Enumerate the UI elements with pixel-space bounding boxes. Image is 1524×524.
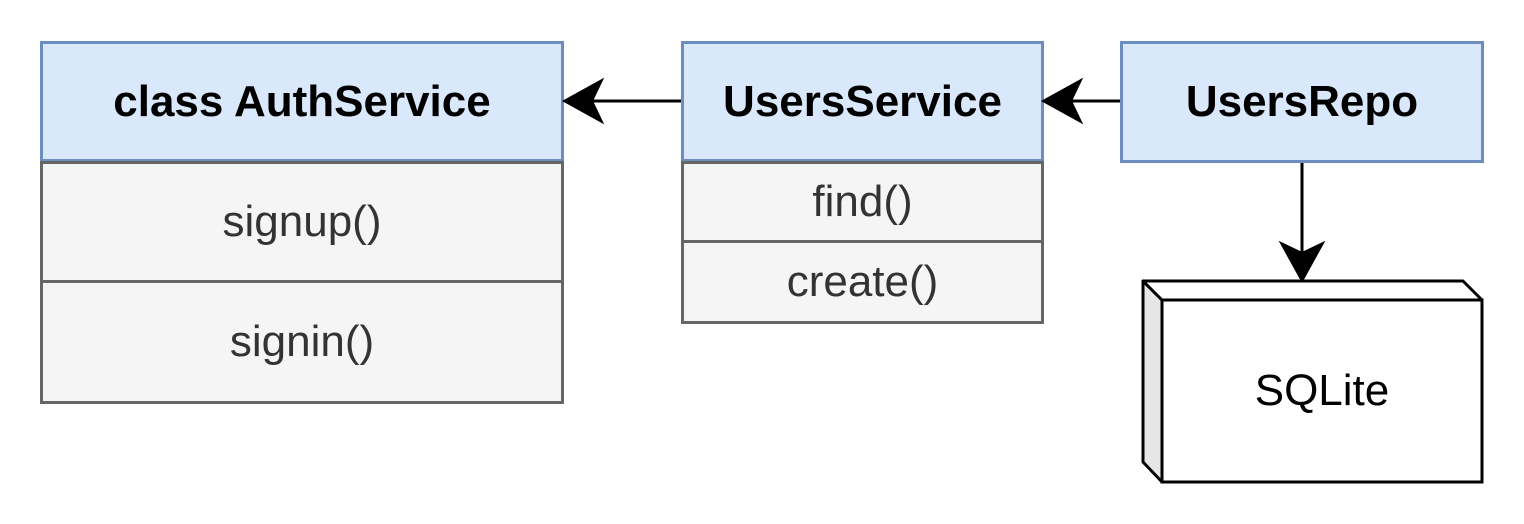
sqlite-label: SQLite: [1254, 366, 1390, 415]
arrow-usersrepo-to-usersservice: [1040, 77, 1120, 125]
users-service-method-create[interactable]: create(): [681, 240, 1044, 324]
arrow-usersrepo-to-sqlite: [1278, 163, 1326, 284]
auth-service-title: class AuthService: [113, 76, 491, 126]
method-label: find(): [812, 177, 913, 226]
method-label: signup(): [222, 197, 382, 246]
method-label: signin(): [229, 317, 375, 366]
users-service-header[interactable]: UsersService: [681, 41, 1044, 162]
method-label: create(): [786, 257, 939, 306]
sqlite-node[interactable]: [1141, 279, 1484, 484]
users-repo-title: UsersRepo: [1185, 77, 1419, 126]
users-repo-header[interactable]: UsersRepo: [1120, 41, 1484, 163]
arrow-usersservice-to-authservice: [561, 77, 681, 125]
auth-service-method-signin[interactable]: signin(): [40, 280, 564, 404]
sqlite-node-label: SQLite: [1162, 300, 1482, 482]
auth-service-header[interactable]: class AuthService: [40, 41, 564, 162]
users-service-title: UsersService: [723, 76, 1002, 126]
users-service-method-find[interactable]: find(): [681, 161, 1044, 243]
